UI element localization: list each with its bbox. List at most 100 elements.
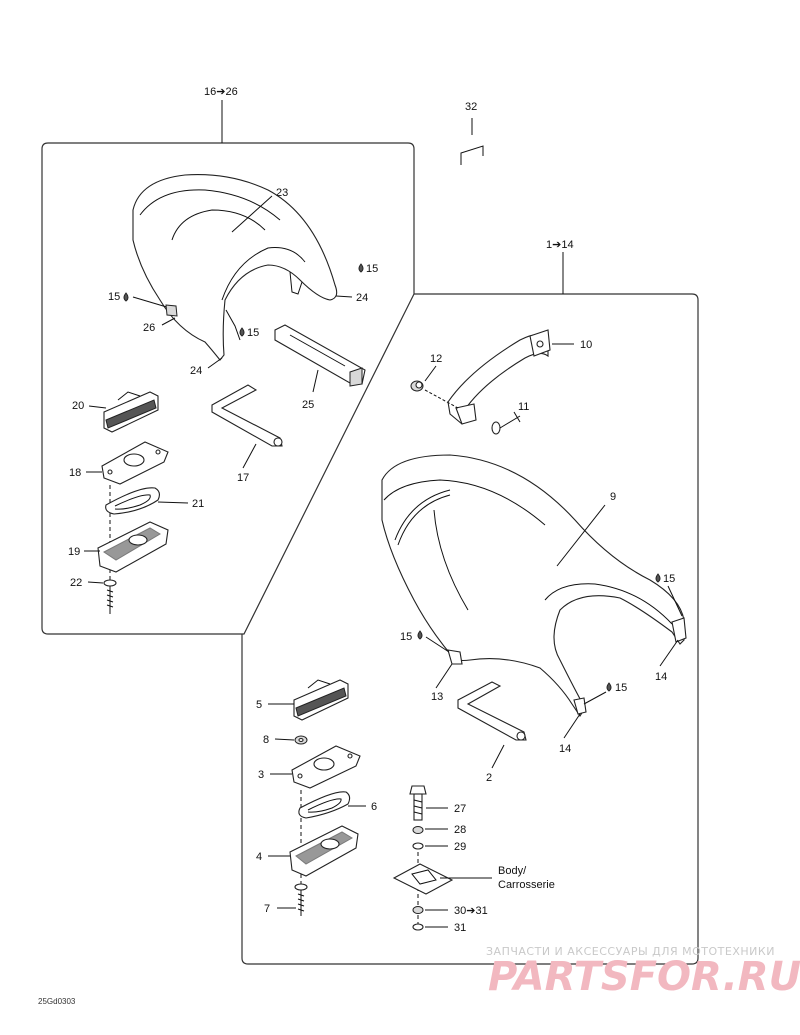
body-label-fr: Carrosserie (498, 879, 555, 891)
callout-25: 25 (302, 399, 314, 411)
leader-26 (161, 317, 176, 326)
leader-24-a (335, 295, 353, 298)
part-17-key (211, 384, 283, 447)
leader-15-f (583, 691, 607, 705)
callout-14-a: 14 (655, 671, 667, 683)
part-11-rivet (491, 415, 521, 435)
adhesive-drop-icon (606, 682, 612, 692)
gasket-inner (114, 494, 151, 510)
callout-5: 5 (256, 699, 262, 711)
adhesive-drop-icon (358, 263, 364, 273)
adhesive-15-a: 15 (108, 291, 120, 303)
adhesive-drop-icon (417, 630, 423, 640)
leader-15-d (667, 585, 683, 617)
adhesive-15-f: 15 (615, 682, 627, 694)
part-8-washer (294, 735, 308, 745)
callout-20: 20 (72, 400, 84, 412)
leader-20 (88, 405, 107, 409)
part-30-nut (412, 906, 424, 914)
part-10-grab-handle (447, 329, 551, 425)
leader-23 (231, 195, 273, 233)
callout-4: 4 (256, 851, 262, 863)
part-9-main-seat (381, 454, 687, 718)
callout-24-b: 24 (190, 365, 202, 377)
adhesive-15-d: 15 (663, 573, 675, 585)
callout-7: 7 (264, 903, 270, 915)
leader-9 (556, 504, 606, 567)
adhesive-drop-icon (123, 292, 129, 302)
callout-3: 3 (258, 769, 264, 781)
part-31-washer (412, 923, 424, 931)
part-26-pad (165, 304, 178, 317)
leader-13 (435, 663, 453, 689)
callout-22: 22 (70, 577, 82, 589)
callout-17: 17 (237, 472, 249, 484)
callout-6: 6 (371, 801, 377, 813)
callout-29: 29 (454, 841, 466, 853)
body-panel (392, 863, 454, 895)
watermark-tagline: ЗАПЧАСТИ И АКСЕССУАРЫ ДЛЯ МОТОТЕХНИКИ (486, 945, 775, 958)
leader-12 (424, 365, 437, 382)
part-12-grommet (410, 380, 424, 392)
left-group-label: 16➔26 (204, 86, 238, 98)
leader-22 (87, 581, 104, 584)
rear-seat-23 (132, 174, 338, 361)
body-label-en: Body/ (498, 865, 527, 877)
adhesive-15-c: 15 (247, 327, 259, 339)
part-18-plate (101, 441, 169, 485)
part-5-latch (293, 679, 349, 721)
adhesive-drop-icon (239, 327, 245, 337)
axis-12 (424, 389, 459, 409)
callout-23: 23 (276, 187, 288, 199)
adhesive-drop-icon (655, 573, 661, 583)
part-4-base (289, 825, 359, 877)
leader-17 (242, 443, 257, 469)
callout-8: 8 (263, 734, 269, 746)
callout-19: 19 (68, 546, 80, 558)
part-6-gasket (298, 791, 351, 819)
part-3-plate (291, 745, 361, 789)
part-2-key (457, 681, 527, 741)
callout-13: 13 (431, 691, 443, 703)
leader-25 (312, 369, 319, 393)
right-group-frame (241, 293, 699, 965)
leader-15-a (132, 296, 171, 309)
adhesive-15-b: 15 (366, 263, 378, 275)
part-28-nut (412, 826, 424, 834)
part-20-latch (103, 391, 159, 433)
leader-11 (513, 411, 521, 423)
part-7-screw (294, 883, 308, 916)
leader-21 (157, 501, 189, 504)
body-panel-inner (411, 869, 437, 885)
callout-31: 31 (454, 922, 466, 934)
callout-12: 12 (430, 353, 442, 365)
part-29-washer (412, 842, 424, 850)
callout-28: 28 (454, 824, 466, 836)
callout-2: 2 (486, 772, 492, 784)
callout-18: 18 (69, 467, 81, 479)
callout-27: 27 (454, 803, 466, 815)
callout-24-a: 24 (356, 292, 368, 304)
callout-21: 21 (192, 498, 204, 510)
callout-14-b: 14 (559, 743, 571, 755)
part-19-base (97, 521, 169, 573)
callout-11: 11 (518, 401, 529, 413)
leader-24-b (207, 357, 223, 369)
leader-8 (274, 738, 295, 741)
part-25-strap (274, 324, 366, 387)
callout-26: 26 (143, 322, 155, 334)
leader-15-e (425, 636, 450, 653)
callout-30-31: 30➔31 (454, 905, 488, 917)
part-22-screw (103, 579, 117, 614)
leader-14-b (563, 713, 581, 739)
right-group-label: 1➔14 (546, 239, 574, 251)
gasket-inner (307, 798, 342, 813)
drawing-code: 25Gd0303 (38, 997, 76, 1006)
leader-14-a (659, 639, 679, 667)
part-32-clip (460, 118, 484, 165)
callout-32: 32 (465, 101, 477, 113)
leader-2 (491, 744, 505, 769)
part-21-gasket (105, 487, 161, 515)
left-group-frame (41, 142, 415, 635)
